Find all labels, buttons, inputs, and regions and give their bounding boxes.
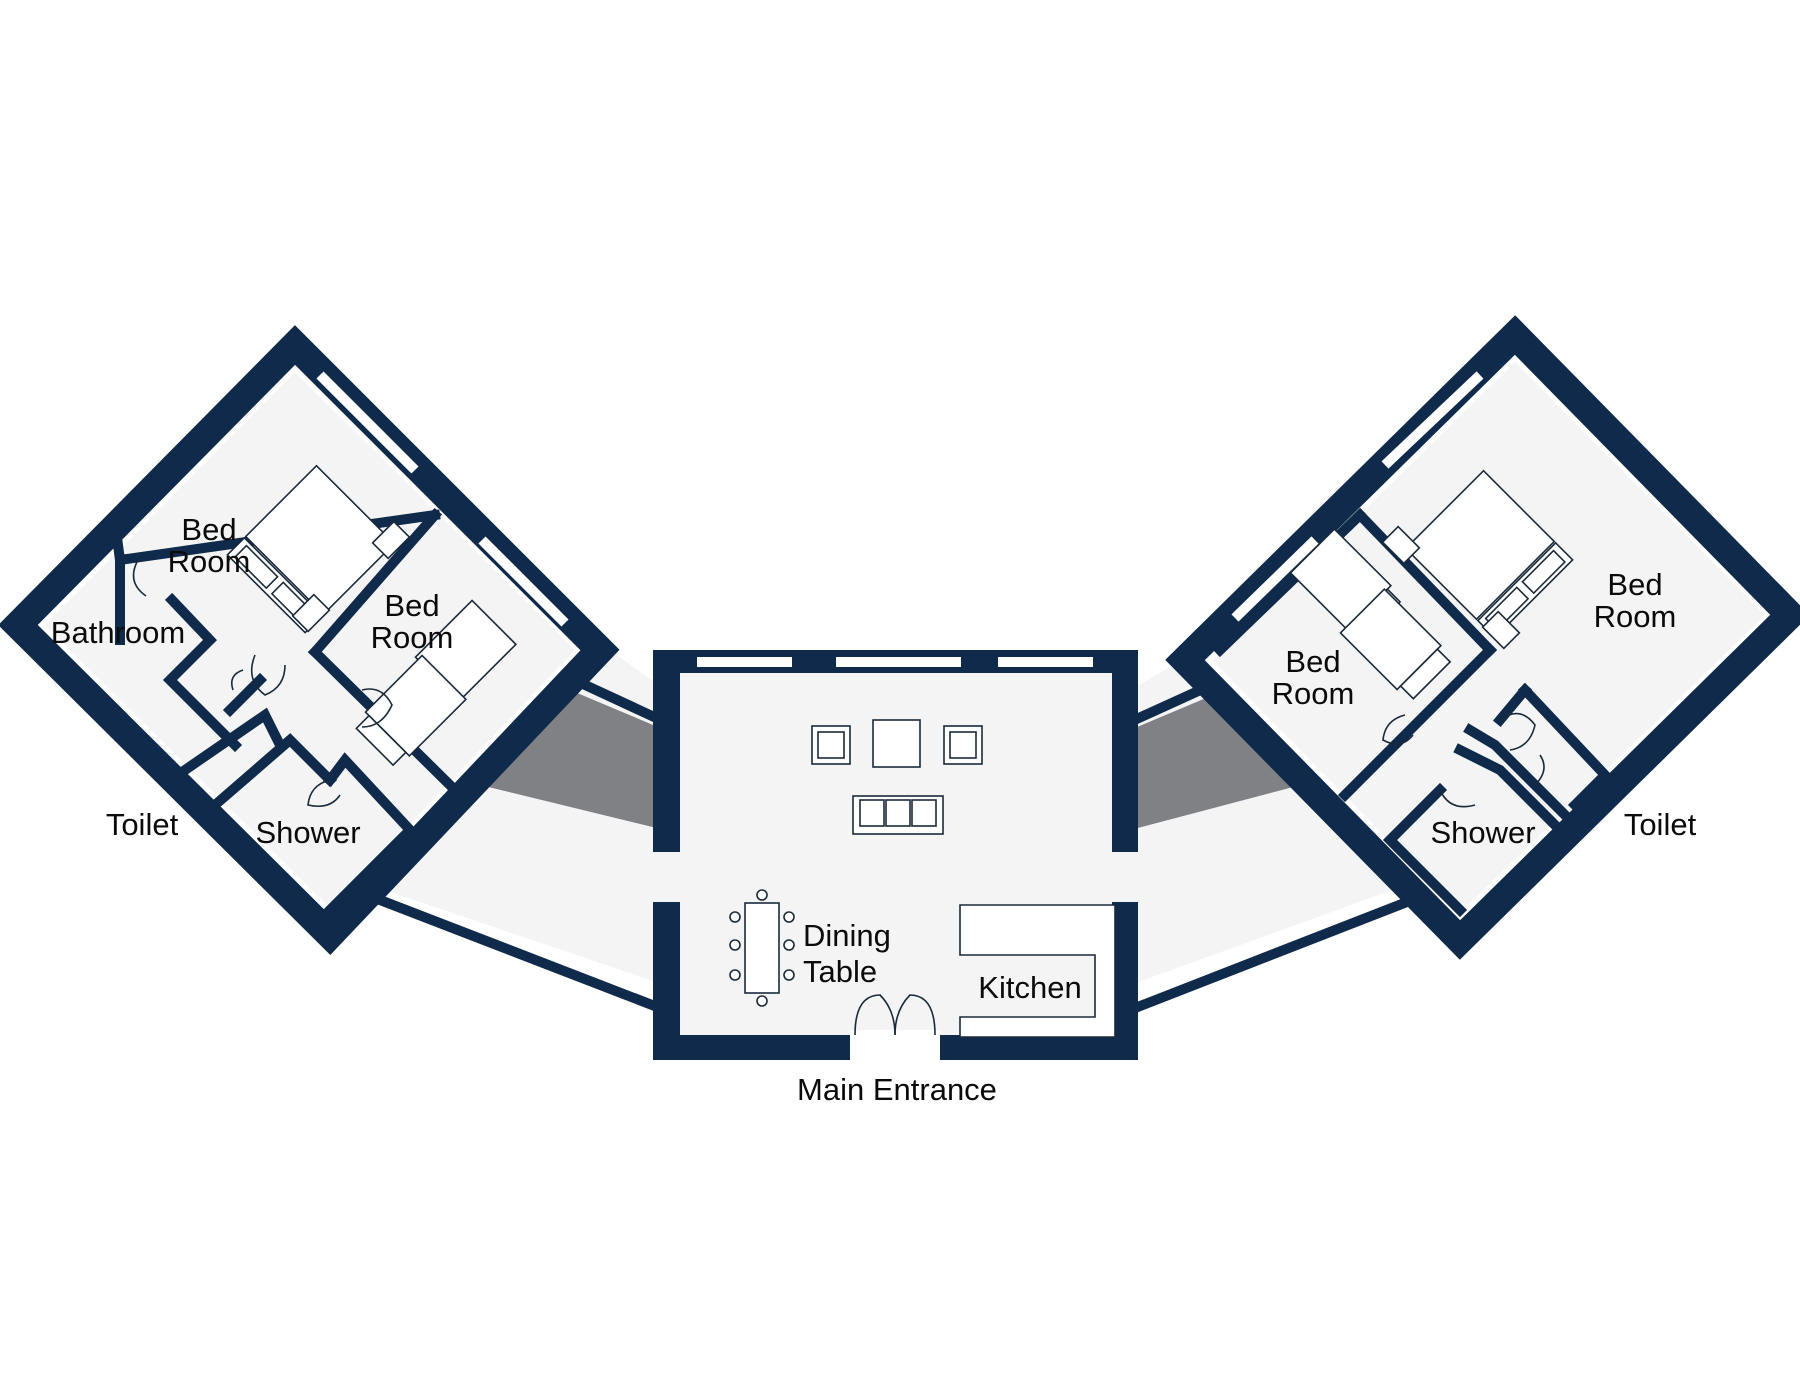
room-label-dining-table: Table [803, 954, 877, 989]
entrance-door [894, 994, 936, 1036]
room-label-bed-room: Room [1272, 676, 1355, 711]
coffee-table [872, 719, 921, 768]
room-label-kitchen: Kitchen [978, 970, 1081, 1005]
window [836, 657, 961, 667]
window [478, 536, 569, 627]
nightstand [1381, 525, 1421, 565]
door-swing [1439, 789, 1476, 808]
dining-table [729, 889, 795, 1007]
room-label-bed-room: Bed [384, 588, 439, 623]
window [697, 657, 792, 667]
single-bed [1339, 587, 1452, 700]
room-label-bed-room: Bed [1607, 567, 1662, 602]
armchair [943, 725, 983, 765]
window [1231, 536, 1319, 622]
nightstand [1481, 610, 1521, 650]
room-label-bathroom: Bathroom [51, 615, 185, 650]
room-label-bed-room: Room [1594, 599, 1677, 634]
single-bed [355, 654, 468, 767]
armchair [811, 725, 851, 765]
door-swing [250, 654, 286, 696]
right-wing [1165, 315, 1800, 960]
sofa [852, 795, 944, 835]
entrance-door [854, 994, 896, 1036]
left-wing [0, 325, 620, 956]
door-swing [230, 669, 244, 691]
kitchen-counter [959, 904, 1116, 1038]
window [316, 371, 419, 474]
room-label-dining-table: Dining [803, 918, 891, 953]
door-swing [307, 779, 341, 808]
room-label-bed-room: Bed [1285, 644, 1340, 679]
window [998, 657, 1093, 667]
room-label-bed-room: Room [168, 544, 251, 579]
room-label-bed-room: Room [371, 620, 454, 655]
door-swing [1499, 712, 1536, 751]
nightstand [291, 593, 331, 633]
door-swing [1534, 754, 1545, 786]
nightstand [371, 520, 411, 560]
room-label-shower: Shower [1430, 815, 1535, 850]
door-swing [132, 559, 147, 597]
room-label-toilet: Toilet [1624, 807, 1697, 842]
door-swing [361, 688, 393, 728]
door-swing [1382, 714, 1414, 745]
room-label-shower: Shower [255, 815, 360, 850]
room-label-bed-room: Bed [181, 512, 236, 547]
central-living-area [650, 650, 1142, 1062]
room-label-toilet: Toilet [106, 807, 179, 842]
window [1381, 371, 1484, 469]
right-corridor [1123, 650, 1440, 1017]
main-entrance-label: Main Entrance [797, 1072, 997, 1107]
